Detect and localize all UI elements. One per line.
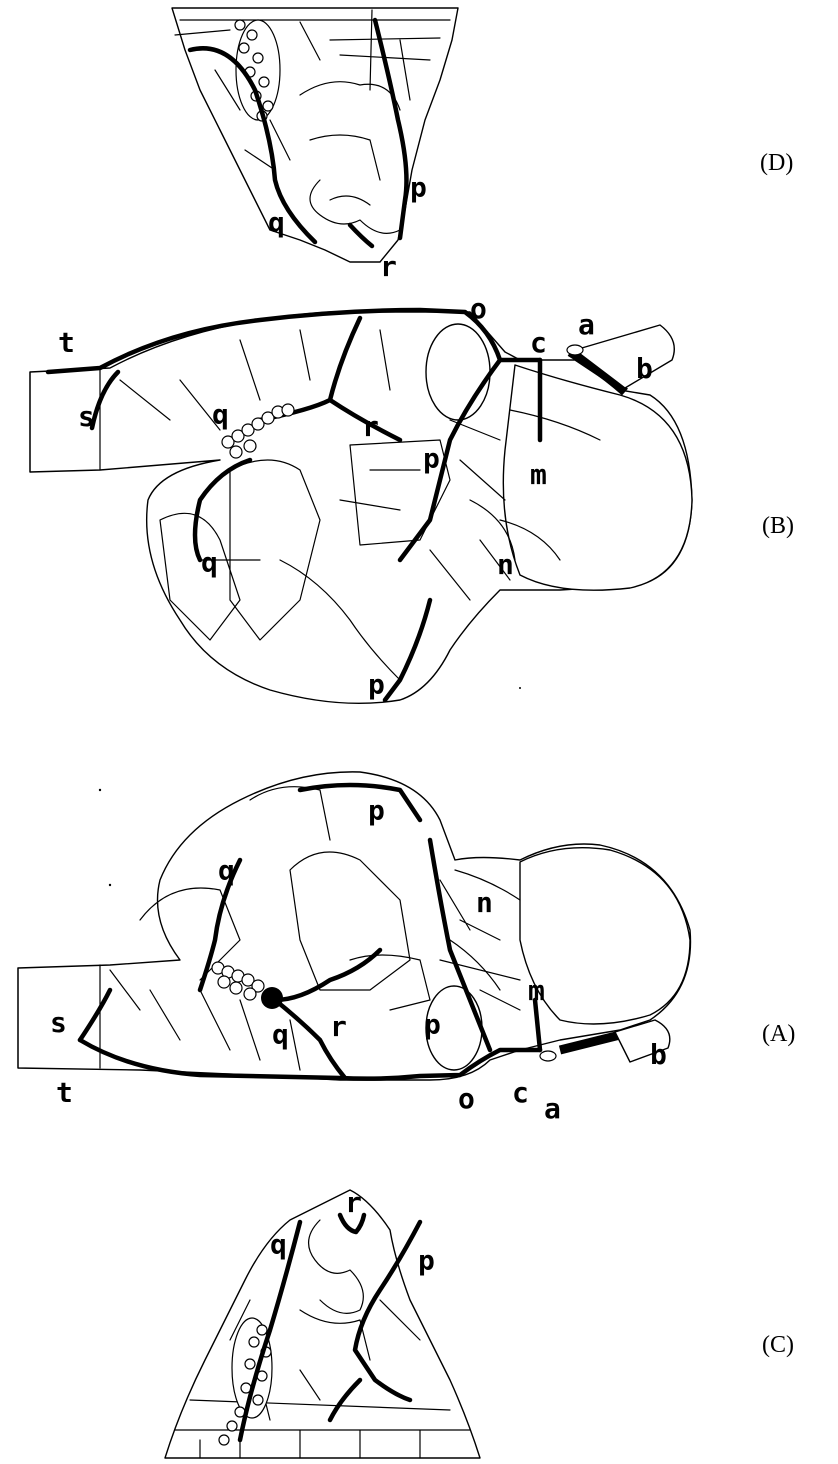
- panel-c-drawing: [165, 1190, 480, 1458]
- panel-a-label-o: o: [458, 1082, 475, 1115]
- panel-d-label-q: q: [268, 206, 285, 239]
- panel-b-drawing: [30, 310, 692, 703]
- panel-b-label-o: o: [470, 292, 487, 325]
- speck: [99, 789, 101, 791]
- panel-d-label-r: r: [380, 250, 397, 283]
- panel-a-label-s: s: [50, 1006, 67, 1039]
- speck: [109, 884, 111, 886]
- panel-b-label-q: q: [212, 398, 229, 431]
- panel-a-label-p-lower: p: [424, 1008, 441, 1041]
- panel-d-caption: (D): [760, 150, 793, 176]
- panel-a-label-t: t: [56, 1076, 73, 1109]
- panel-a-label-a: a: [544, 1092, 561, 1125]
- panel-c-caption: (C): [762, 1332, 794, 1358]
- panel-b-label-n: n: [497, 548, 514, 581]
- panel-a-label-c: c: [512, 1076, 529, 1109]
- panel-b-caption: (B): [762, 513, 794, 539]
- panel-a-node: [261, 987, 283, 1009]
- panel-b-label-a: a: [578, 308, 595, 341]
- panel-b-label-s: s: [78, 400, 95, 433]
- panel-b-label-p-upper: p: [423, 442, 440, 475]
- panel-a-label-b: b: [650, 1038, 667, 1071]
- panel-a-label-m: m: [528, 974, 545, 1007]
- panel-c-label-r: r: [345, 1186, 362, 1219]
- panel-a-label-r: r: [330, 1010, 347, 1043]
- panel-b-ovoid: [426, 324, 490, 420]
- panel-c-label-p: p: [418, 1244, 435, 1277]
- panel-a-label-n: n: [476, 886, 493, 919]
- panel-b-label-r: r: [362, 410, 379, 443]
- panel-b-label-p-lower: p: [368, 668, 385, 701]
- panel-b-label-m: m: [530, 458, 547, 491]
- panel-b-label-c: c: [530, 326, 547, 359]
- panel-a-drawing: [18, 772, 691, 1080]
- panel-b-label-t: t: [58, 326, 75, 359]
- panel-a-label-p-upper: p: [368, 794, 385, 827]
- panel-a-label-q-upper: q: [218, 854, 235, 887]
- panel-b-label-q-lower: q: [201, 546, 218, 579]
- panel-a-caption: (A): [762, 1021, 795, 1047]
- panel-c-label-q: q: [270, 1228, 287, 1261]
- panel-b-label-b: b: [636, 352, 653, 385]
- panel-a-label-q-lower: q: [272, 1018, 289, 1051]
- speck: [519, 687, 521, 689]
- panel-d-drawing: [172, 8, 458, 262]
- panel-d-label-p: p: [410, 171, 427, 204]
- panel-a-organ-m: [520, 848, 690, 1024]
